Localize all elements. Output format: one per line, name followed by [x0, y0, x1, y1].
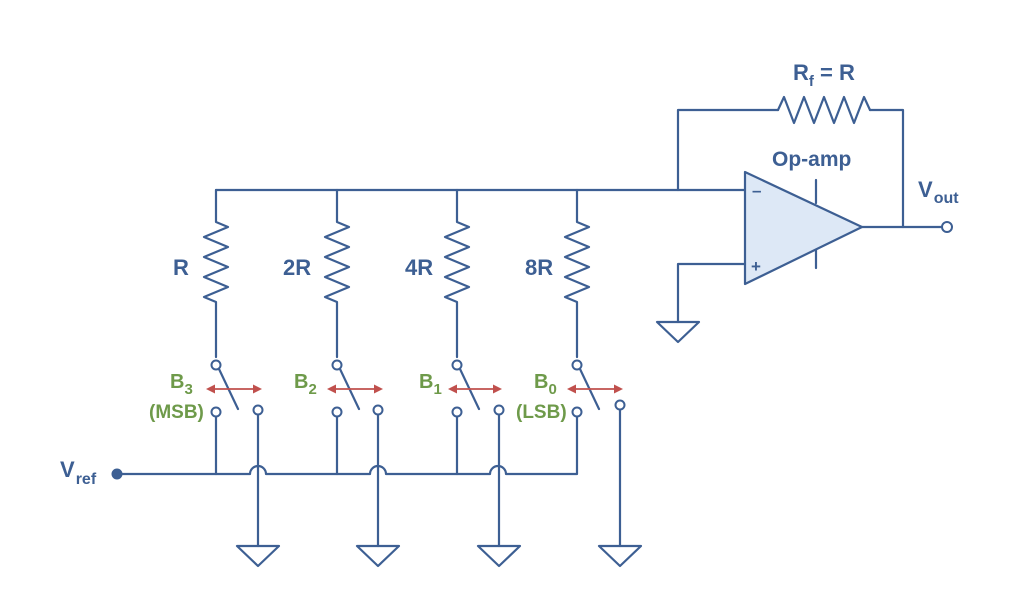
- opamp-plus-sign: +: [751, 257, 761, 276]
- branch-b2: 2R B2: [283, 188, 401, 568]
- vref-label: Vref: [60, 457, 97, 488]
- switch-pivot-b0: [571, 359, 583, 371]
- switch-contact-vref-b3: [210, 406, 222, 418]
- resistor-label-r: R: [173, 255, 189, 280]
- resistor-2r: [323, 188, 351, 359]
- ground-icon-b0: [597, 544, 643, 568]
- switch-pivot-b1: [451, 359, 463, 371]
- arrowhead-left-b3: [206, 384, 215, 394]
- switch-contact-vref-b0: [571, 406, 583, 418]
- feedback-resistor: [776, 95, 872, 125]
- switch-pivot-b3: [210, 359, 222, 371]
- bit-note-msb: (MSB): [149, 402, 204, 423]
- branch-b3: R B3 (MSB): [149, 188, 281, 568]
- bit-label-b0: B0: [534, 371, 557, 398]
- ground-icon-b3: [235, 544, 281, 568]
- resistor-8r: [563, 188, 591, 359]
- arrowhead-right-b2: [374, 384, 383, 394]
- switch-contact-ground-b3: [252, 404, 264, 416]
- switch-contact-vref-b1: [451, 406, 463, 418]
- feedback-resistor-label: Rf = R: [793, 60, 855, 90]
- noninverting-ground-wire: [676, 262, 747, 324]
- branch-b0: 8R B0 (LSB): [516, 188, 643, 568]
- resistor-r: [202, 188, 230, 359]
- switch-contact-ground-b0: [614, 399, 626, 411]
- output-terminal: [941, 221, 953, 233]
- bit-label-b3: B3: [170, 371, 193, 398]
- noninverting-ground-icon: [655, 320, 701, 344]
- switch-contact-ground-b1: [493, 404, 505, 416]
- feedback-wire-left: [676, 108, 780, 192]
- bit-label-b2: B2: [294, 371, 317, 398]
- branch-b1: 4R B1: [405, 188, 522, 568]
- resistor-label-8r: 8R: [525, 255, 553, 280]
- resistor-label-4r: 4R: [405, 255, 433, 280]
- resistor-4r: [443, 188, 471, 359]
- arrowhead-left-b0: [567, 384, 576, 394]
- output-label: Vout: [918, 177, 959, 207]
- opamp-label: Op-amp: [772, 148, 851, 171]
- switch-contact-ground-b2: [372, 404, 384, 416]
- opamp-minus-sign: –: [752, 181, 761, 200]
- arrowhead-right-b3: [253, 384, 262, 394]
- bit-note-lsb: (LSB): [516, 402, 567, 423]
- ground-icon-b1: [476, 544, 522, 568]
- arrowhead-right-b1: [493, 384, 502, 394]
- switch-contact-vref-b2: [331, 406, 343, 418]
- feedback-wire-right: [868, 108, 905, 229]
- arrowhead-right-b0: [614, 384, 623, 394]
- ground-icon-b2: [355, 544, 401, 568]
- bit-label-b1: B1: [419, 371, 442, 398]
- switch-pivot-b2: [331, 359, 343, 371]
- arrowhead-left-b2: [327, 384, 336, 394]
- opamp-triangle: [743, 170, 864, 286]
- resistor-label-2r: 2R: [283, 255, 311, 280]
- arrowhead-left-b1: [448, 384, 457, 394]
- vref-bus-wire: [115, 414, 579, 476]
